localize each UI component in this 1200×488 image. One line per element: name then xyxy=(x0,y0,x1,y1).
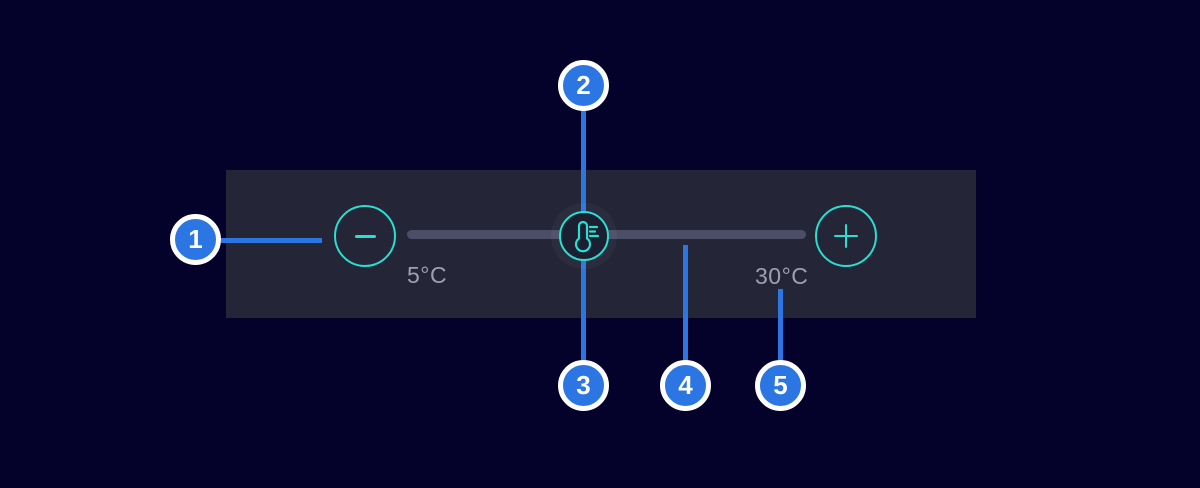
callout-number: 3 xyxy=(576,370,591,400)
callout-line-1 xyxy=(221,237,322,243)
callout-number: 2 xyxy=(576,70,591,100)
callout-marker-5: 5 xyxy=(755,360,806,411)
increase-temperature-button[interactable] xyxy=(815,205,877,267)
callout-number: 1 xyxy=(188,224,203,254)
plus-icon xyxy=(834,224,858,248)
callout-line-5 xyxy=(778,289,783,360)
callout-line-3 xyxy=(581,261,586,360)
slider-thumb[interactable] xyxy=(559,211,609,261)
min-temperature-label: 5°C xyxy=(407,262,448,288)
thermometer-icon xyxy=(574,220,600,253)
callout-number: 4 xyxy=(678,370,693,400)
callout-marker-4: 4 xyxy=(660,360,711,411)
temperature-slider-panel: 5°C 30°C xyxy=(226,170,976,318)
minus-icon xyxy=(354,234,376,238)
decrease-temperature-button[interactable] xyxy=(334,205,396,267)
max-temperature-label: 30°C xyxy=(755,263,809,289)
callout-number: 5 xyxy=(773,370,788,400)
callout-marker-2: 2 xyxy=(558,60,609,111)
callout-line-4 xyxy=(683,245,688,360)
callout-marker-3: 3 xyxy=(558,360,609,411)
callout-line-2 xyxy=(581,111,586,211)
callout-marker-1: 1 xyxy=(170,214,221,265)
